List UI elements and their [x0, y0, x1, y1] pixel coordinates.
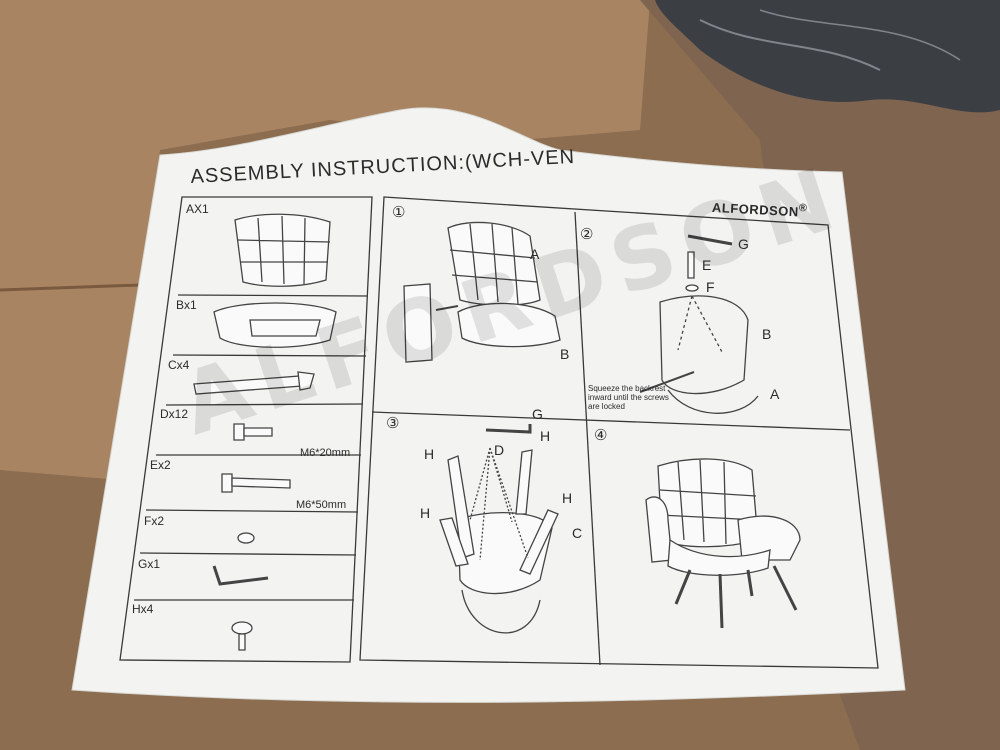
step2-note: Squeeze the backrest inward until the sc…: [588, 384, 669, 411]
step2-label-e: E: [702, 257, 712, 273]
step3-number: ③: [386, 415, 400, 432]
step1-number: ①: [392, 204, 406, 221]
part-spec-d: M6*20mm: [300, 447, 351, 459]
step3-label-d: D: [494, 442, 505, 458]
step2-drawing: [639, 234, 759, 414]
step1-label-a: A: [530, 246, 540, 262]
plastic-highlight: [699, 19, 881, 71]
steps-grid: [359, 196, 879, 669]
step3-drawing: [439, 424, 559, 634]
step4-chair: [645, 458, 801, 629]
step1-drawing: [403, 221, 561, 363]
registered-mark: ®: [798, 202, 808, 215]
part-label-h: Hx4: [132, 602, 154, 616]
part-label-c: Cx4: [168, 358, 190, 372]
part-label-a: AX1: [186, 202, 209, 216]
step3-label-h2: H: [424, 446, 435, 462]
part-h-screw: [231, 621, 253, 651]
step3-label-c: C: [572, 525, 583, 541]
part-e-bolt: [221, 473, 291, 493]
step3-label-h4: H: [420, 505, 431, 521]
step1-label-b: B: [560, 346, 570, 362]
part-label-f: Fx2: [144, 514, 165, 528]
part-label-b: Bx1: [176, 298, 197, 312]
step2-label-g: G: [738, 236, 749, 252]
step2-label-a: A: [770, 386, 780, 402]
part-g-allen-key: [212, 565, 269, 586]
plastic-highlight-2: [759, 9, 961, 61]
step2-label-b: B: [762, 326, 772, 342]
part-a-backrest: [234, 213, 331, 287]
step3-label-h1: H: [540, 428, 551, 444]
part-c-leg: [193, 371, 315, 395]
part-f-washer: [237, 532, 255, 544]
plastic-bag: [655, 0, 1000, 113]
part-d-bolt: [233, 423, 273, 441]
part-spec-e: M6*50mm: [296, 499, 347, 511]
step4-number: ④: [594, 427, 608, 444]
step2-number: ②: [580, 226, 594, 243]
part-label-d: Dx12: [160, 407, 189, 421]
step2-label-f: F: [706, 279, 715, 295]
part-b-seat: [213, 302, 337, 348]
step3-label-h3: H: [562, 490, 573, 506]
step3-label-g: G: [532, 406, 543, 422]
part-label-e: Ex2: [150, 458, 171, 472]
parts-table: [119, 196, 373, 663]
cardboard-seam: [0, 283, 141, 292]
part-label-g: Gx1: [138, 557, 161, 571]
